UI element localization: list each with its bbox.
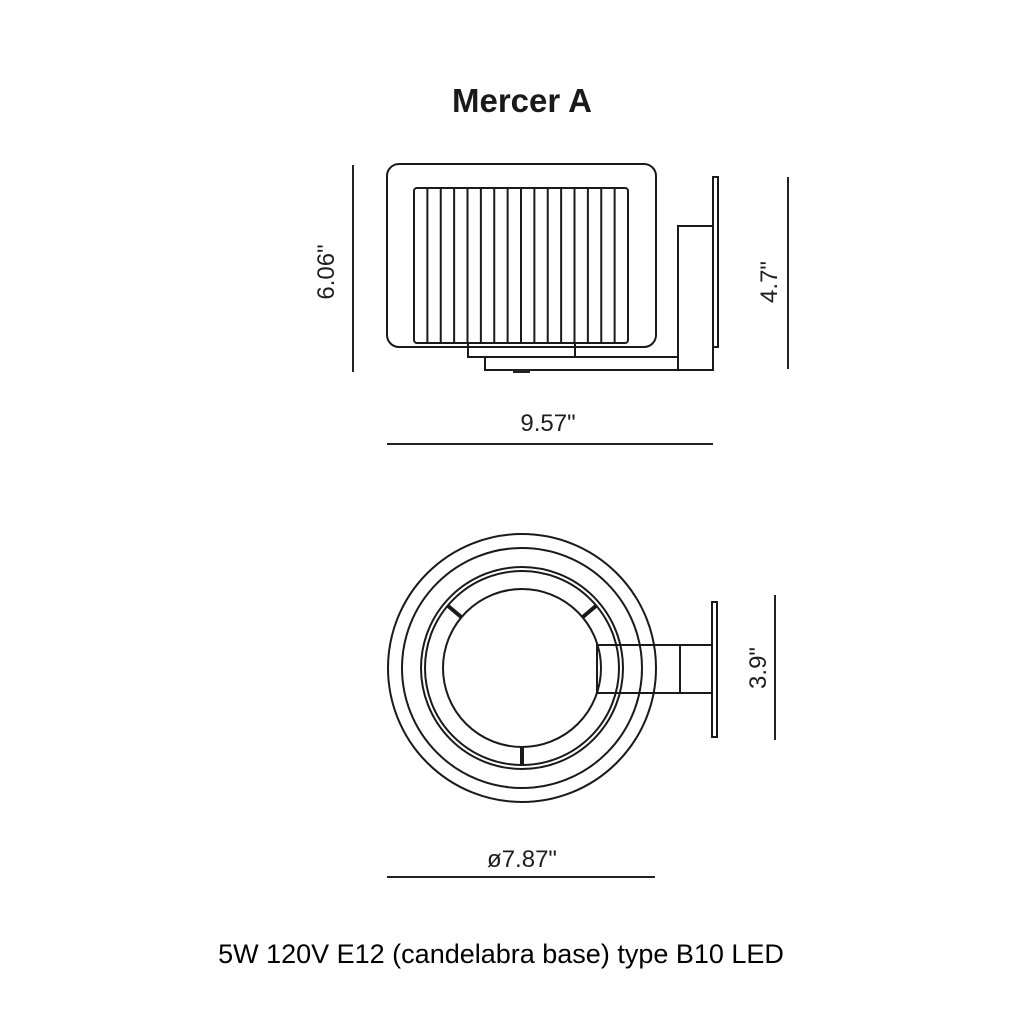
arm (484, 356, 679, 371)
bulb-spec-caption: 5W 120V E12 (candelabra base) type B10 L… (218, 939, 784, 969)
switch-knob (513, 369, 530, 373)
glass-globe (442, 588, 602, 748)
outer-ring (387, 533, 657, 803)
wall-plate-top (711, 601, 718, 738)
top-view: 3.9" ø7.87" (387, 533, 776, 878)
ring-supports (446, 604, 598, 765)
side-view: 6.06" 4.7" 9.57" (313, 163, 789, 445)
width-label: 9.57" (520, 410, 575, 437)
diameter-label: ø7.87" (487, 846, 557, 873)
second-ring (401, 547, 643, 789)
shade-outline (386, 163, 657, 348)
wall-plate (712, 176, 719, 348)
ring-support (446, 604, 463, 619)
backplate-height-label: 4.7" (756, 261, 783, 303)
inner-ring-outer (420, 566, 624, 770)
ring-support (581, 604, 598, 619)
mount-block (677, 225, 714, 371)
inner-ring-inner (424, 570, 620, 766)
lamp-holder (467, 342, 576, 358)
shade-slats (426, 188, 616, 343)
product-title: Mercer A (452, 82, 592, 119)
height-label: 6.06" (313, 244, 340, 299)
backplate-width-label: 3.9" (745, 647, 772, 689)
